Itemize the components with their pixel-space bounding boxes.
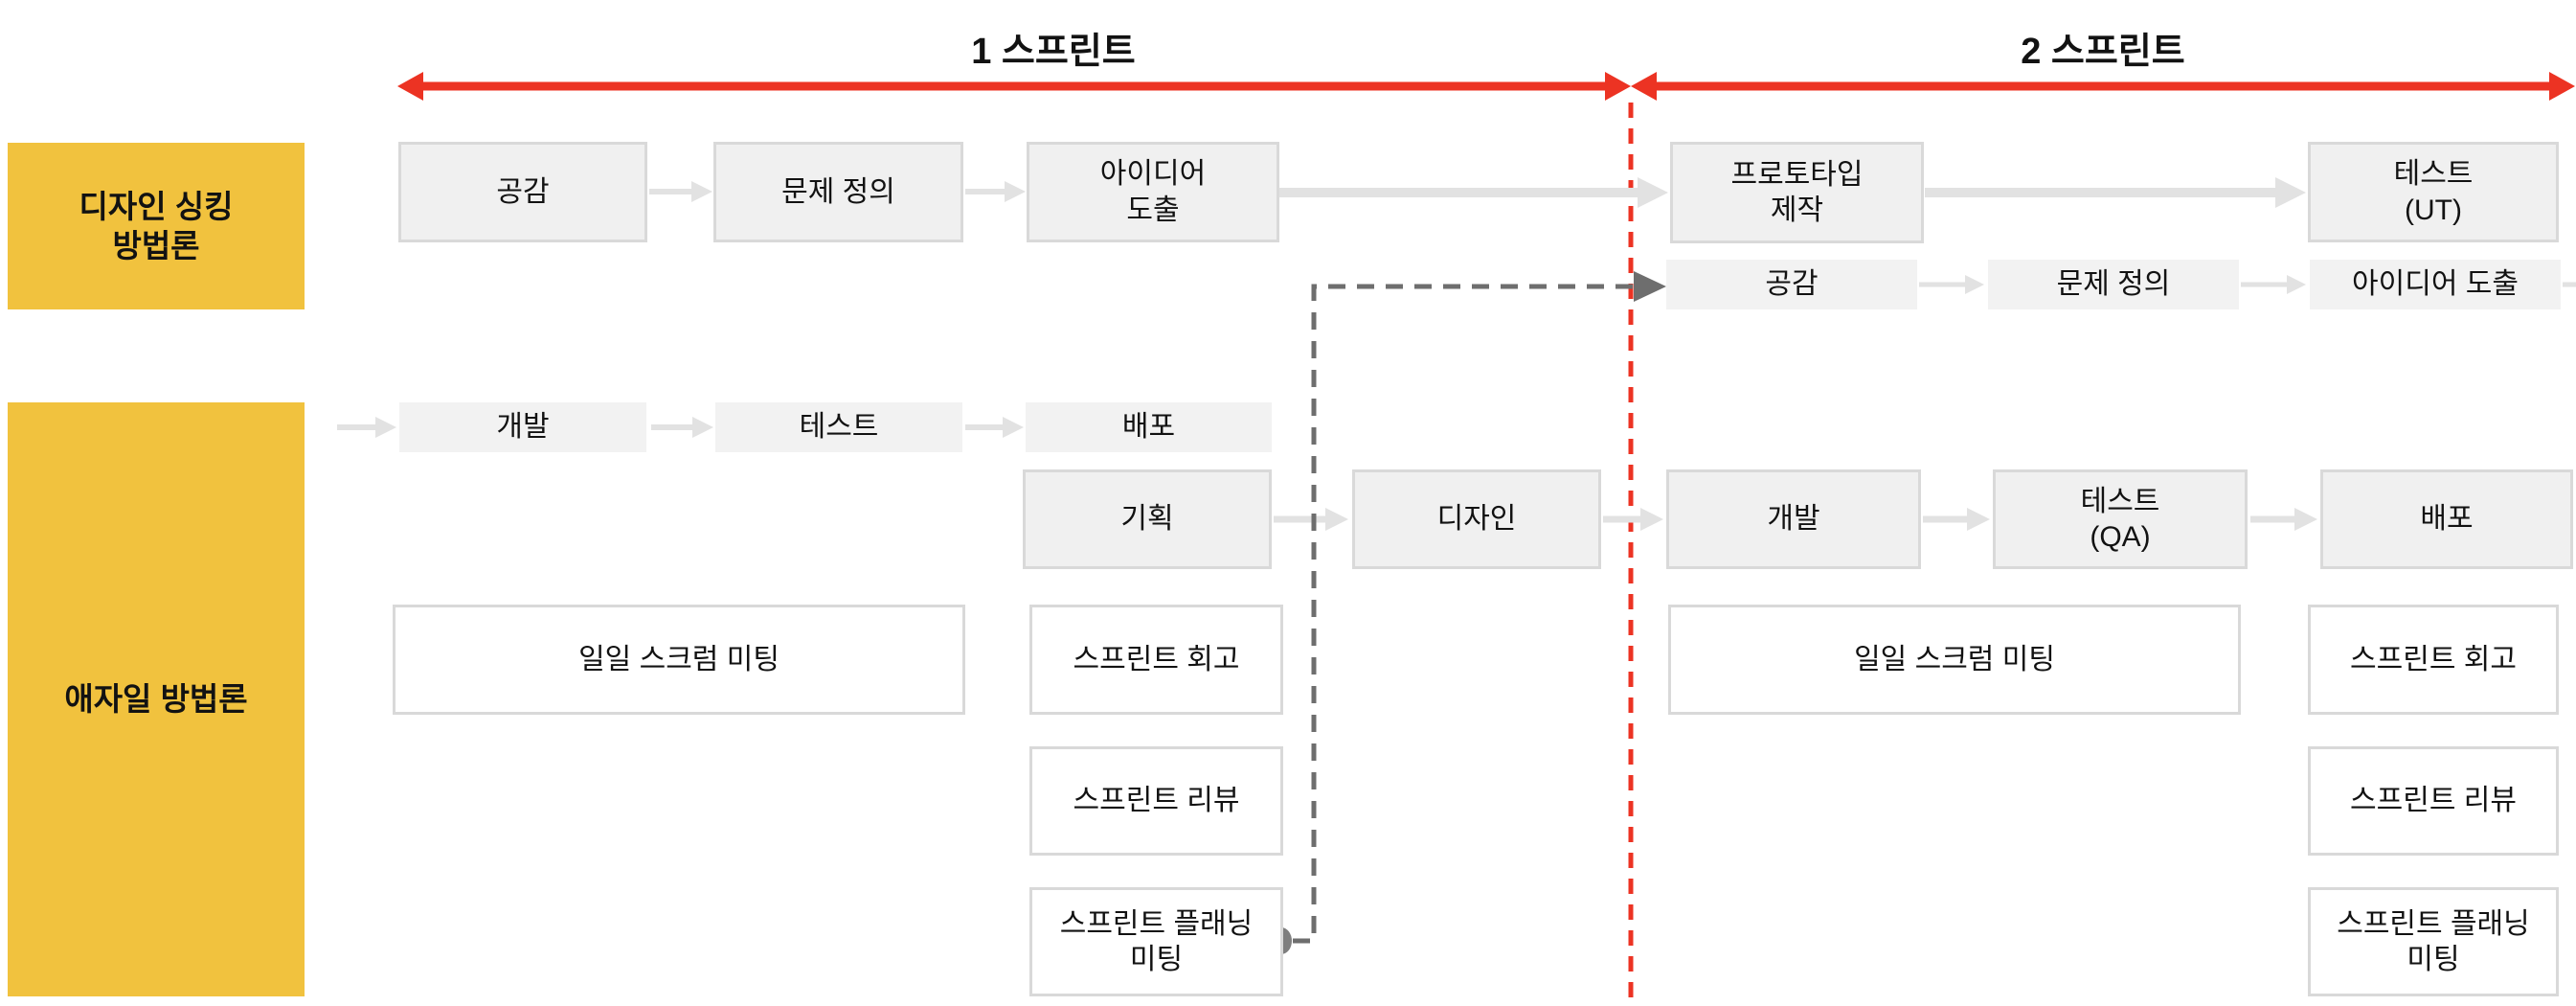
agile-s1-plan: 기획	[1023, 469, 1272, 569]
sprint1-duration-arrow	[397, 72, 1631, 101]
sprint2-duration-arrow	[1631, 72, 2575, 101]
design-s2-empathize: 공감	[1666, 260, 1917, 309]
arrow-test-to-deploy-s1	[965, 417, 1024, 438]
arrow-s2-define-to-ideate	[2241, 275, 2306, 294]
agile-s1-daily-scrum: 일일 스크럼 미팅	[393, 605, 965, 715]
agile-s1-review: 스프린트 리뷰	[1029, 746, 1283, 856]
arrow-empathize-to-define	[649, 181, 712, 202]
sprint2-header: 2 스프린트	[2021, 32, 2185, 72]
lane-agile: 애자일 방법론	[8, 402, 305, 996]
design-s1-define: 문제 정의	[713, 142, 963, 242]
design-s2-define: 문제 정의	[1988, 260, 2239, 309]
arrow-s2-empathize-to-define	[1919, 275, 1984, 294]
design-s2-test-ut: 테스트 (UT)	[2308, 142, 2559, 242]
agile-s1-planning: 스프린트 플래닝 미팅	[1029, 887, 1283, 996]
arrow-design-to-develop	[1603, 508, 1663, 531]
design-s1-empathize: 공감	[398, 142, 647, 242]
planning-to-empathize-dashed-connector	[1271, 271, 1666, 954]
agile-s1-retrospective: 스프린트 회고	[1029, 605, 1283, 715]
design-s2-prototype: 프로토타입 제작	[1670, 142, 1924, 243]
agile-s2-planning: 스프린트 플래닝 미팅	[2308, 887, 2559, 996]
agile-s2-daily-scrum: 일일 스크럼 미팅	[1668, 605, 2241, 715]
agile-s2-develop: 개발	[1666, 469, 1921, 569]
arrow-plan-to-design	[1274, 508, 1348, 531]
agile-s1-deploy: 배포	[1026, 402, 1272, 452]
agile-s1-develop: 개발	[399, 402, 646, 452]
sprint1-header: 1 스프린트	[971, 32, 1136, 72]
agile-s2-test-qa: 테스트 (QA)	[1993, 469, 2248, 569]
arrow-prototype-to-test-ut	[1925, 177, 2306, 208]
agile-s2-deploy: 배포	[2320, 469, 2573, 569]
arrow-define-to-ideate	[965, 181, 1026, 202]
agile-s1-test: 테스트	[715, 402, 962, 452]
design-s2-ideate: 아이디어 도출	[2310, 260, 2561, 309]
arrow-into-develop-s1	[337, 417, 396, 438]
arrow-develop-to-test-s1	[651, 417, 713, 438]
agile-s2-review: 스프린트 리뷰	[2308, 746, 2559, 856]
arrow-test-qa-to-deploy	[2250, 508, 2317, 531]
agile-s1-design: 디자인	[1352, 469, 1601, 569]
arrow-develop-to-test-qa	[1923, 508, 1990, 531]
lane-design-thinking: 디자인 싱킹 방법론	[8, 143, 305, 309]
agile-s2-retrospective: 스프린트 회고	[2308, 605, 2559, 715]
arrow-ideate-to-prototype	[1279, 177, 1668, 208]
design-s1-ideate: 아이디어 도출	[1027, 142, 1279, 242]
